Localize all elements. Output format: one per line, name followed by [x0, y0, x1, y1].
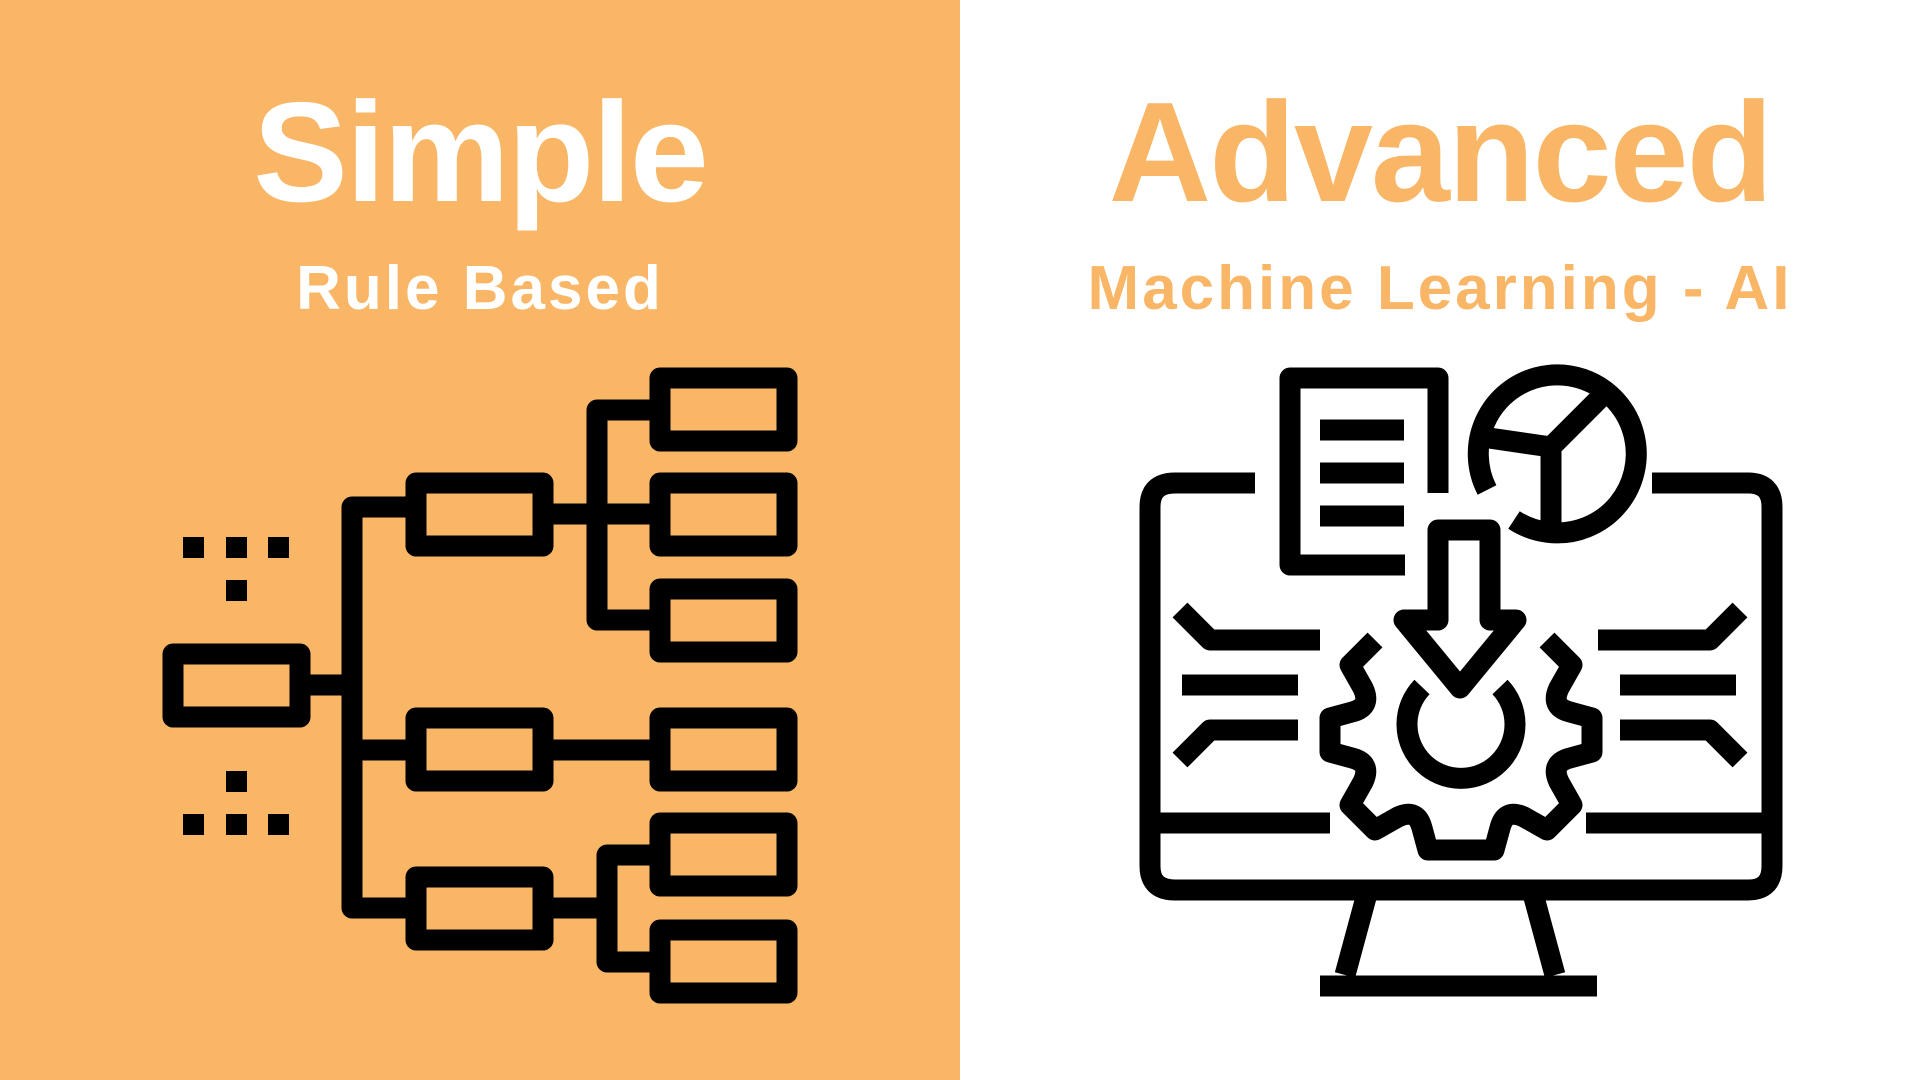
root-node	[162, 643, 311, 728]
leaf-5	[649, 812, 798, 897]
leaf-3	[649, 578, 798, 663]
gear-icon	[1319, 632, 1603, 861]
document-icon	[1279, 367, 1449, 576]
down-arrow-icon	[1393, 519, 1527, 699]
dots-bottom-icon	[183, 771, 289, 835]
simple-title: Simple	[253, 73, 709, 232]
node-level2-bottom	[405, 866, 554, 951]
left-code-lines-icon	[1172, 602, 1320, 768]
decision-tree-icon	[162, 367, 798, 1004]
machine-learning-subtitle: Machine Learning - AI	[1087, 254, 1793, 323]
advanced-panel: Advanced Machine Learning - AI	[960, 0, 1920, 1080]
node-level2-middle	[405, 707, 554, 792]
computer-gear-icon	[1139, 364, 1783, 997]
node-level2-top	[405, 472, 554, 557]
right-code-lines-icon	[1598, 602, 1748, 768]
monitor-frame	[1139, 472, 1783, 901]
leaf-2	[649, 472, 798, 557]
leaf-1	[649, 367, 798, 452]
rule-based-subtitle: Rule Based	[296, 254, 664, 323]
simple-panel: Simple Rule Based	[0, 0, 960, 1080]
leaf-6	[649, 919, 798, 1004]
pie-chart-icon	[1467, 364, 1647, 544]
advanced-title: Advanced	[1108, 73, 1774, 232]
leaf-4	[649, 707, 798, 792]
dots-top-icon	[183, 537, 289, 601]
